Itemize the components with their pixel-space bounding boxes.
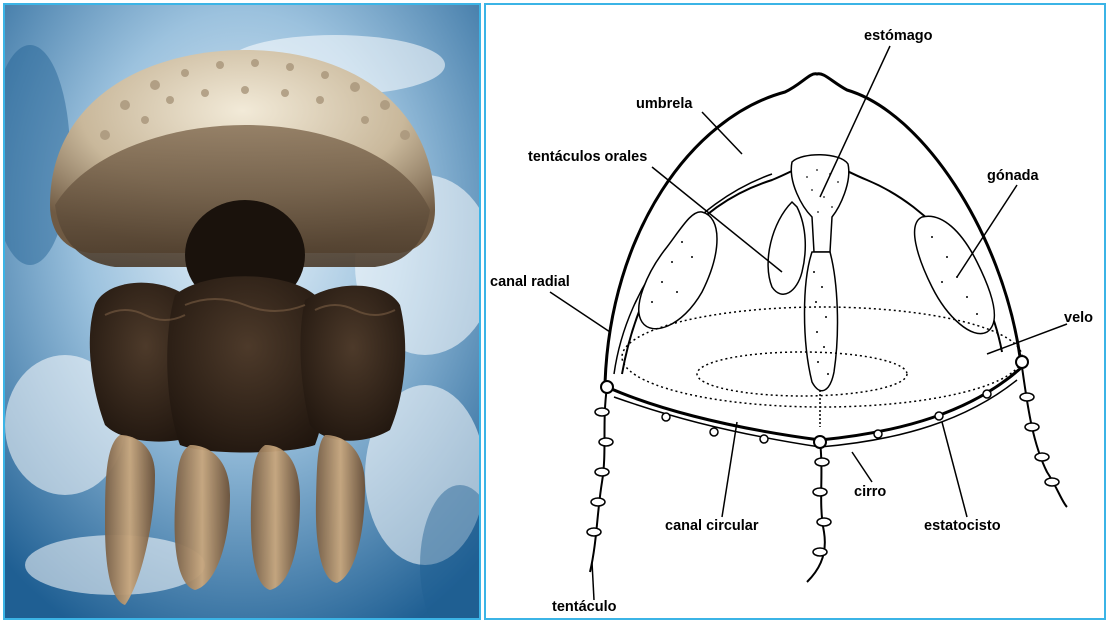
label-estatocisto: estatocisto <box>924 518 1001 534</box>
label-velo: velo <box>1064 310 1093 326</box>
oral-tentacle-left <box>768 202 805 294</box>
label-cirro: cirro <box>854 484 886 500</box>
label-gonada: gónada <box>987 168 1039 184</box>
label-tentaculo: tentáculo <box>552 599 617 615</box>
oral-tentacle-center <box>805 252 838 391</box>
label-estomago: estómago <box>864 28 933 44</box>
label-umbrela: umbrela <box>636 96 693 112</box>
gonad-left <box>639 212 717 329</box>
label-tentaculos-orales: tentáculos orales <box>528 149 647 165</box>
diagram-drawing: estómago umbrela tentáculos orales gónad… <box>486 5 1104 618</box>
label-canal-radial: canal radial <box>490 274 570 290</box>
jellyfish-photo <box>3 3 481 620</box>
tentacles <box>590 367 1067 582</box>
jellyfish-illustration <box>5 5 479 618</box>
velum-inner <box>697 352 907 396</box>
jellyfish-diagram: estómago umbrela tentáculos orales gónad… <box>484 3 1106 620</box>
label-canal-circular: canal circular <box>665 518 759 534</box>
